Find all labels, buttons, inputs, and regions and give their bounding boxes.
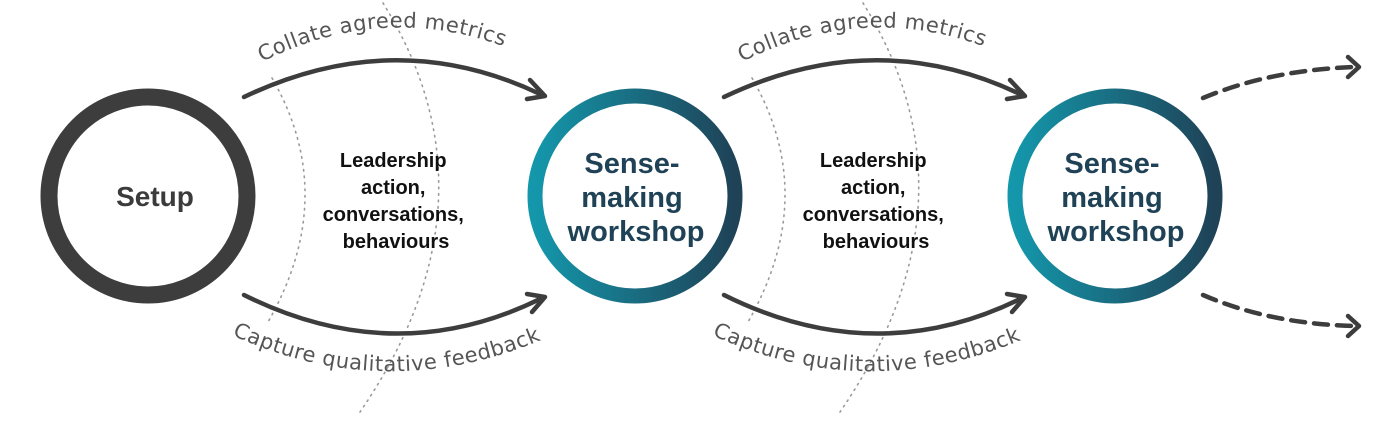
dashed-arrow-bottom	[1200, 292, 1358, 329]
dotted-boundary-left	[267, 77, 306, 323]
top-arrow-label: Collate agreed metrics	[254, 8, 510, 66]
arrow-top	[241, 58, 543, 100]
arrowhead-icon	[1004, 291, 1028, 315]
bottom-arrow-label: Capture qualitative feedback	[710, 318, 1024, 377]
arrowhead-icon	[1345, 54, 1362, 80]
arrowhead-icon	[524, 291, 548, 315]
setup-node: Setup	[40, 88, 256, 304]
workshop-circle	[1007, 88, 1223, 304]
arrowhead-icon	[1004, 77, 1028, 102]
workshop-circle	[527, 88, 743, 304]
dotted-boundary-left	[747, 77, 786, 323]
top-arrow-label: Collate agreed metrics	[734, 8, 990, 66]
setup-label: Setup	[116, 181, 194, 212]
stage-1: Collate agreed metrics Capture qualitati…	[230, 2, 743, 413]
middle-text: Leadership action, conversations, behavi…	[323, 150, 470, 253]
setup-circle	[40, 88, 256, 304]
arrow-bottom	[241, 292, 543, 336]
dashed-arrow-top	[1200, 64, 1358, 101]
arrow-top	[721, 58, 1023, 100]
workshop-label: Sense- making workshop	[567, 148, 705, 248]
arrowhead-icon	[1345, 313, 1362, 339]
workshop-label: Sense- making workshop	[1047, 148, 1185, 248]
arrowhead-icon	[524, 77, 548, 102]
continuation-arrows	[1200, 54, 1362, 339]
bottom-arrow-label: Capture qualitative feedback	[230, 318, 544, 377]
middle-text: Leadership action, conversations, behavi…	[803, 150, 950, 253]
stage-2: Collate agreed metrics Capture qualitati…	[710, 2, 1223, 413]
arrow-bottom	[721, 292, 1023, 336]
